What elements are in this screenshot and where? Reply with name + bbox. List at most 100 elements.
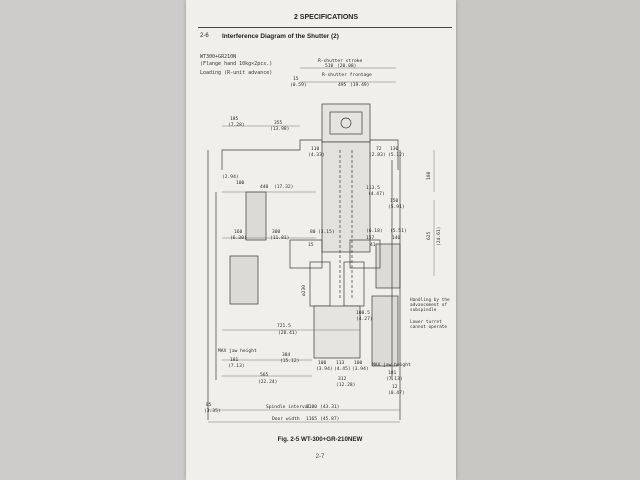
dim-230-diameter: ø230 [301,285,307,296]
dim-157: 157 [366,235,375,241]
dim-1100: 1100 [306,404,317,410]
dim-355: 355 [274,120,283,126]
machine-outline [207,103,401,420]
dim-384: 384 [282,352,291,358]
dim-181b: 181 [388,370,397,376]
dim-85-inch: (3.35) [204,408,221,414]
dim-1165-inch: (45.87) [320,416,339,422]
left-turret-upper [245,191,267,241]
dim-495: 495 [338,82,347,88]
left-turret-lower [229,255,259,305]
section-title: Interference Diagram of the Shutter (2) [222,33,339,40]
dim-72-inch: (2.83) [369,152,386,158]
gripper-hub [340,117,352,129]
dim-113b-inch: (4.45) [334,366,351,372]
door-width-label: Door width [272,416,300,422]
dim-157-inch: (6.18) [366,228,383,234]
dim-510-inch: (20.08) [337,63,356,69]
central-column [321,141,371,253]
dim-85: 85 [206,402,212,408]
dim-181-inch: (7.13) [228,363,245,369]
dim-160-inch: (6.30) [230,235,247,241]
sub-spindle [343,261,365,307]
dim-440-inch: (17.32) [274,184,293,190]
frame-upper-right [370,139,399,170]
dim-181: 181 [230,357,239,363]
section-number: 2-6 [200,33,209,39]
right-turret-upper [375,243,401,289]
dim-15-inch: (0.59) [290,82,307,88]
dim-312-inch: (12.28) [336,382,355,388]
dim-15b: 15 [308,242,314,248]
dim-100-inch: (2.94) [222,174,239,180]
dim-100c-inch: (3.94) [352,366,369,372]
dim-113b: 113 [336,360,345,366]
dim-130: 130 [390,146,399,152]
dim-510: 510 [325,63,334,69]
dim-140: 140 [392,235,401,241]
dim-108-vertical: 108 [426,171,432,180]
dim-100b: 100 [318,360,327,366]
dim-185: 185 [230,116,239,122]
dim-150-inch: (5.91) [388,204,405,210]
dim-721-5: 721.5 [277,323,291,329]
left-chuck [289,239,323,269]
dim-150: 150 [390,198,399,204]
dim-140-inch: (5.51) [390,228,407,234]
dim-12-inch: (0.47) [388,390,405,396]
dim-100b-inch: (3.94) [316,366,333,372]
dim-12: 12 [392,384,398,390]
dim-15: 15 [293,76,299,82]
shutter-carriage [321,103,371,143]
config-mode: Loading (R-unit advance) [200,70,273,76]
spindle-interval-label: Spindle interval [266,404,310,410]
dim-1100-inch: (43.31) [320,404,339,410]
dim-80-inch: (3.15) [318,229,335,235]
max-jaw-height-left-label: MAX jaw height [218,348,257,354]
dim-565: 565 [260,372,269,378]
dim-300-inch: (11.81) [270,235,289,241]
dim-625-inch: (24.61) [436,227,442,246]
right-chuck [349,239,381,269]
dim-100: 100 [236,180,245,186]
r-shutter-frontage-label: R-shutter frontage [322,72,372,78]
page-number: 2-7 [315,454,325,460]
dim-721-5-inch: (28.41) [278,330,297,336]
dim-100c: 100 [354,360,363,366]
note-lower-turret: Lower turret cannot operate [410,320,448,330]
dim-384-inch: (15.12) [280,358,299,364]
dim-185-inch: (7.28) [228,122,245,128]
dim-80: 80 [310,229,316,235]
dim-440: 440 [260,184,269,190]
right-turret-lower [371,295,399,367]
dim-113-5-inch: (4.47) [368,191,385,197]
dim-130-inch: (5.12) [388,152,405,158]
shutter-gripper [329,111,363,135]
dim-113-5: 113.5 [366,185,380,191]
dim-108-5-inch: (4.27) [356,316,373,322]
dim-625-vertical: 625 [426,231,432,240]
dim-72: 72 [376,146,382,152]
lower-turret [313,305,361,359]
dim-110-inch: (4.33) [308,152,325,158]
dim-181b-inch: (7.13) [386,376,403,382]
dim-495-inch: (19.49) [350,82,369,88]
dim-300: 300 [272,229,281,235]
header-rule [198,27,452,28]
note-handling: Handling by the advancement of subspindl… [410,298,450,313]
dim-41: 41 [370,242,376,248]
dim-110: 110 [311,146,320,152]
dim-160: 160 [234,229,243,235]
dim-1165: 1165 [306,416,317,422]
chapter-header: 2 SPECIFICATIONS [293,14,359,21]
background-desk-left [0,0,190,480]
frame-upper-left [221,139,322,170]
dim-355-inch: (13.98) [270,126,289,132]
background-desk-right [455,0,640,480]
dim-108-5: 108.5 [356,310,370,316]
config-model: WT300+GR210N [200,54,237,60]
figure-caption: Fig. 2-5 WT-300+GR-210NEW [277,436,363,443]
dim-312: 312 [338,376,347,382]
config-hand: (Flange hand 10kg×2pcs.) [200,61,273,67]
